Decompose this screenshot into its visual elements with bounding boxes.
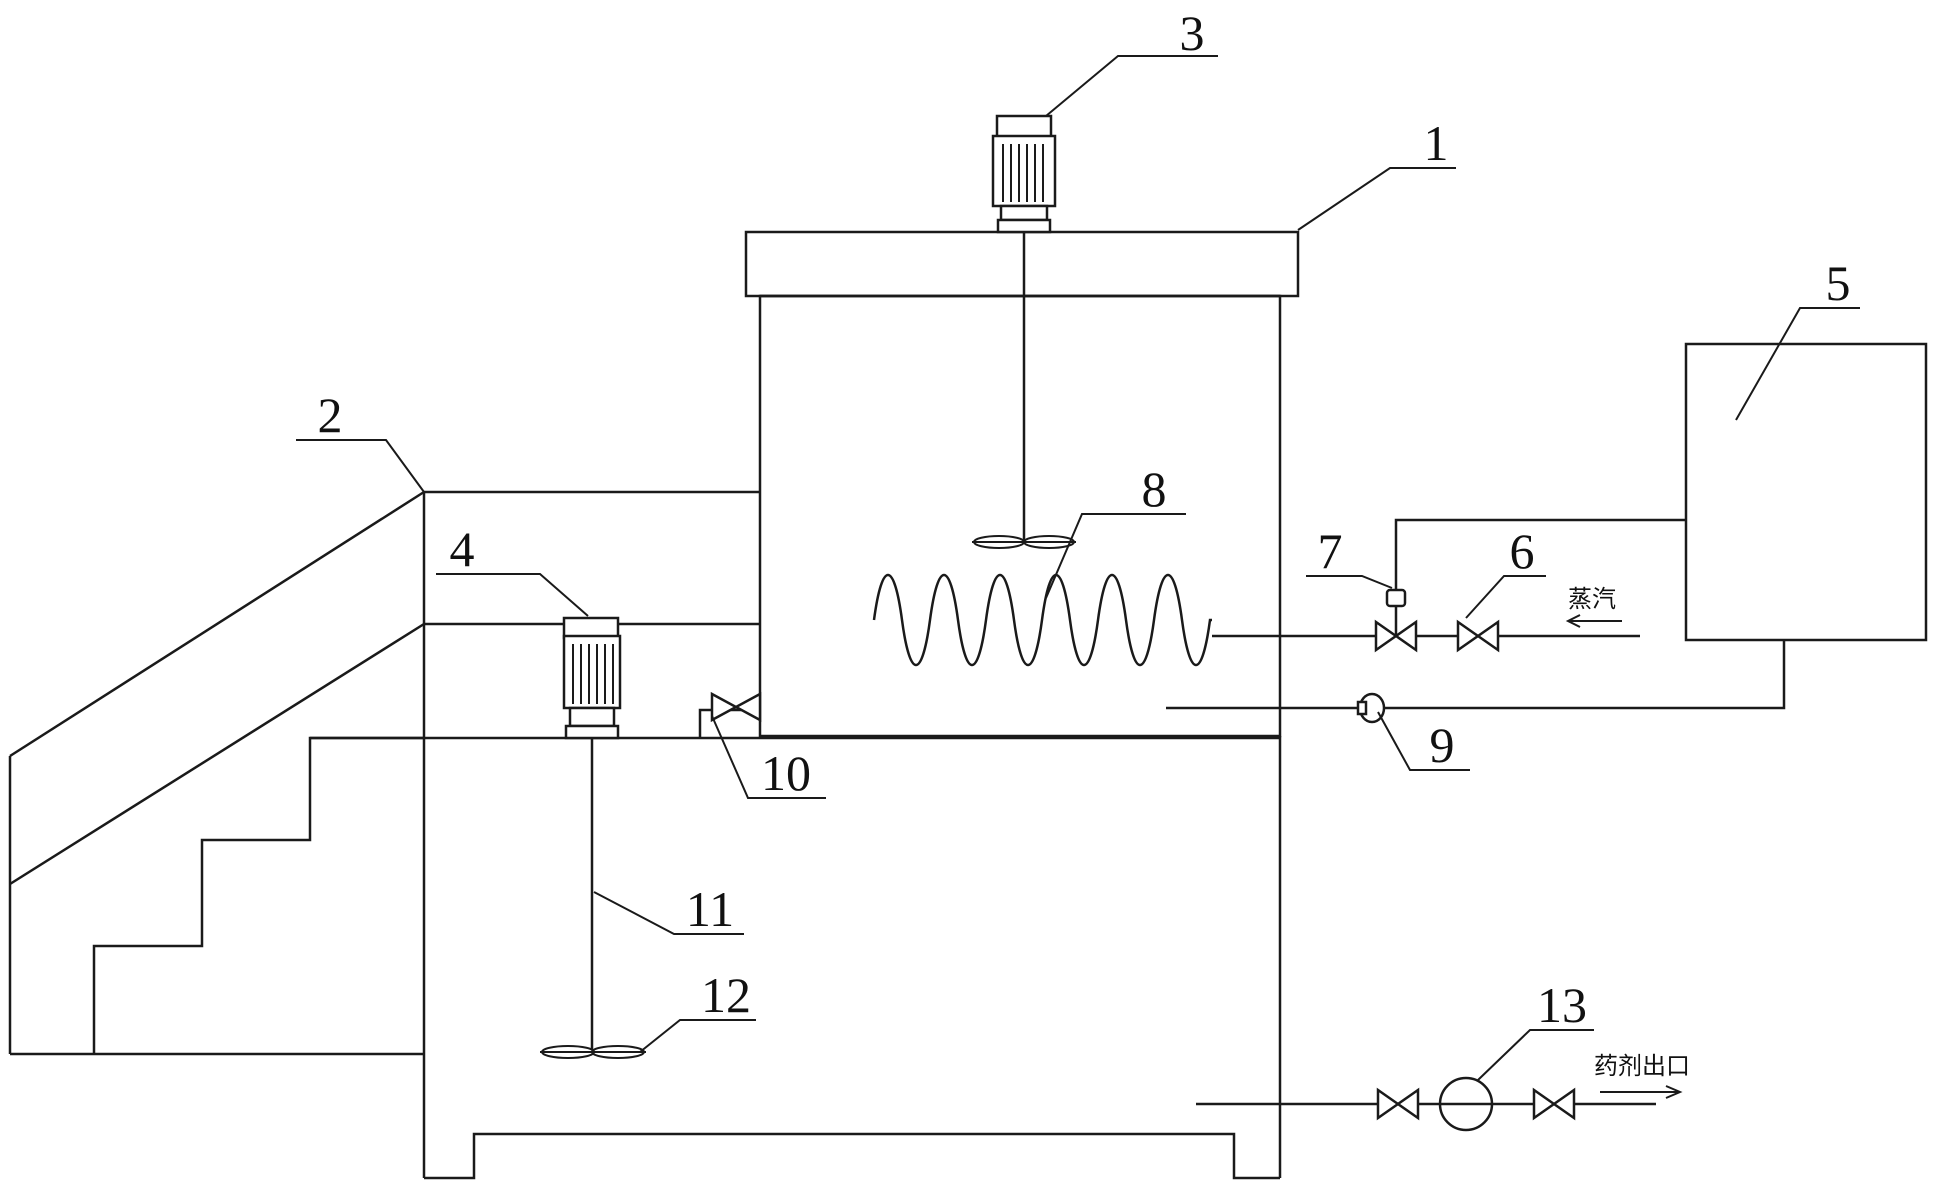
callout-8: 8 — [1142, 461, 1167, 517]
callout-5: 5 — [1826, 255, 1851, 311]
side-motor-coupling — [568, 706, 616, 728]
callout-1: 1 — [1424, 115, 1449, 171]
top-motor-cap — [995, 114, 1053, 140]
outlet-valve-left — [1376, 1087, 1420, 1121]
lower-stirrer-blades — [540, 1045, 646, 1059]
upper-stirrer-blades — [972, 535, 1076, 549]
callout-6: 6 — [1510, 523, 1535, 579]
control-valve-7 — [1374, 588, 1418, 653]
outlet-label: 药剂出口 — [1594, 1052, 1690, 1080]
side-motor-base — [564, 724, 620, 740]
callout-13: 13 — [1537, 977, 1587, 1033]
lower-tank — [310, 736, 1282, 1180]
upper-tank-lid — [744, 230, 1300, 298]
temperature-sensor-9 — [1356, 692, 1386, 724]
upper-tank — [744, 230, 1300, 738]
outlet-arrow — [1600, 1085, 1683, 1099]
transfer-valve-10 — [698, 691, 762, 738]
stair-handrail-upper — [9, 490, 425, 758]
callout-3: 3 — [1180, 5, 1205, 61]
steam-inlet-label: 蒸汽 — [1568, 585, 1616, 613]
top-motor — [991, 114, 1057, 234]
callout-11: 11 — [686, 881, 734, 937]
callout-2: 2 — [318, 387, 343, 443]
callout-10: 10 — [761, 745, 811, 801]
upper-tank-body — [758, 294, 1282, 738]
side-motor-fins — [572, 644, 614, 704]
platform — [8, 490, 760, 1178]
controller-box-5 — [1684, 342, 1928, 642]
top-motor-base — [996, 218, 1052, 234]
steam-inlet-arrow — [1565, 614, 1622, 628]
stair-handrail-lower — [9, 622, 425, 886]
heating-coil — [872, 573, 1212, 667]
stair-steps — [92, 736, 424, 1054]
callout-7: 7 — [1318, 523, 1343, 579]
side-motor — [562, 616, 622, 740]
callout-9: 9 — [1430, 717, 1455, 773]
top-motor-fins — [1002, 144, 1044, 202]
callout-12: 12 — [701, 967, 751, 1023]
top-motor-coupling — [999, 204, 1049, 222]
manual-valve-6 — [1456, 619, 1500, 653]
sensor-signal-line — [1166, 640, 1786, 710]
control-signal-line — [1394, 518, 1686, 590]
leader-lines — [296, 55, 1860, 1081]
callout-4: 4 — [450, 521, 475, 577]
outlet-valve-right — [1532, 1087, 1576, 1121]
